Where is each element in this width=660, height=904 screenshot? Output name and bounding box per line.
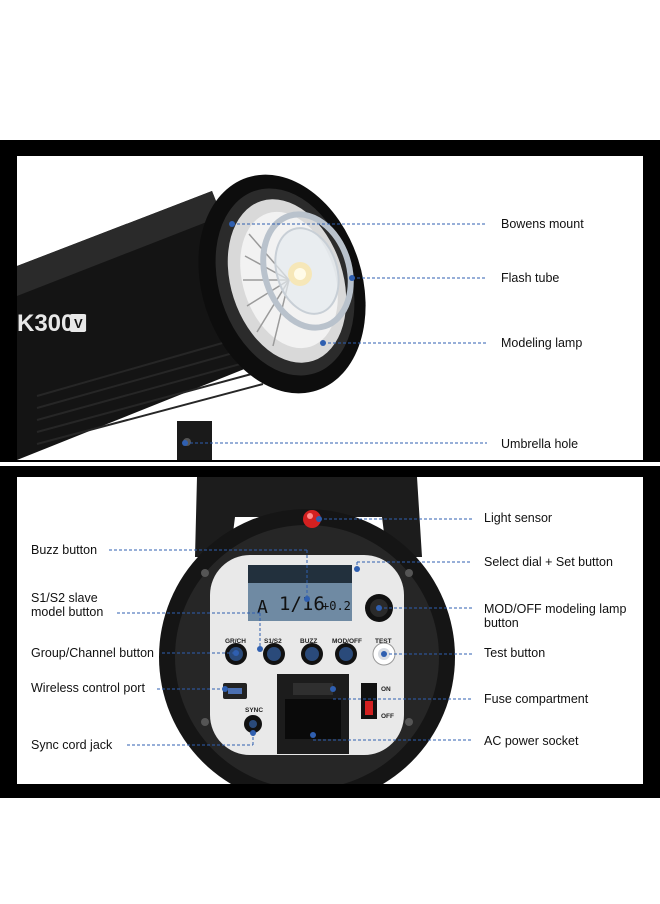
bottom-panel: A 1/16 +0.2 GR/CH S1/S2 BUZZ MOD/OFF TES…	[17, 477, 643, 784]
lcd-value: 1/16	[279, 593, 325, 615]
label-ac-socket: AC power socket	[484, 734, 579, 748]
rear-panel-illustration: A 1/16 +0.2 GR/CH S1/S2 BUZZ MOD/OFF TES…	[109, 477, 472, 784]
model-badge-suffix: V	[74, 316, 83, 331]
label-group-channel: Group/Channel button	[31, 646, 155, 660]
label-test-button: Test button	[484, 646, 546, 660]
label-fuse: Fuse compartment	[484, 692, 589, 706]
btn-label-test: TEST	[375, 638, 392, 645]
flash-head-illustration: K300II V	[17, 174, 487, 460]
sync-label: SYNC	[245, 707, 263, 714]
label-s1s2-slave: S1/S2 slave model button	[31, 591, 104, 619]
label-light-sensor: Light sensor	[484, 511, 553, 525]
btn-label-modoff: MOD/OFF	[332, 638, 362, 645]
btn-label-grch: GR/CH	[225, 638, 246, 645]
top-panel: K300II V	[17, 156, 643, 460]
umbrella-mount	[177, 421, 212, 460]
fuse-compartment	[293, 683, 333, 695]
lcd-offset: +0.2	[322, 599, 351, 613]
btn-label-s1s2: S1/S2	[264, 638, 282, 645]
label-wireless-port: Wireless control port	[31, 681, 145, 695]
label-mod-off: MOD/OFF modeling lamp button	[484, 602, 627, 630]
label-flash-tube: Flash tube	[501, 271, 560, 285]
label-bowens-mount: Bowens mount	[501, 217, 584, 231]
switch-off-label: OFF	[381, 713, 394, 720]
flash-tube	[260, 211, 354, 331]
btn-label-buzz: BUZZ	[300, 638, 317, 645]
label-buzz-button: Buzz button	[31, 543, 98, 557]
switch-on-label: ON	[381, 686, 391, 693]
label-sync-cord: Sync cord jack	[31, 738, 113, 752]
lcd-mode: A	[257, 597, 268, 618]
label-umbrella-hole: Umbrella hole	[501, 437, 579, 451]
label-select-dial: Select dial + Set button	[484, 555, 613, 569]
label-modeling-lamp: Modeling lamp	[501, 336, 583, 350]
